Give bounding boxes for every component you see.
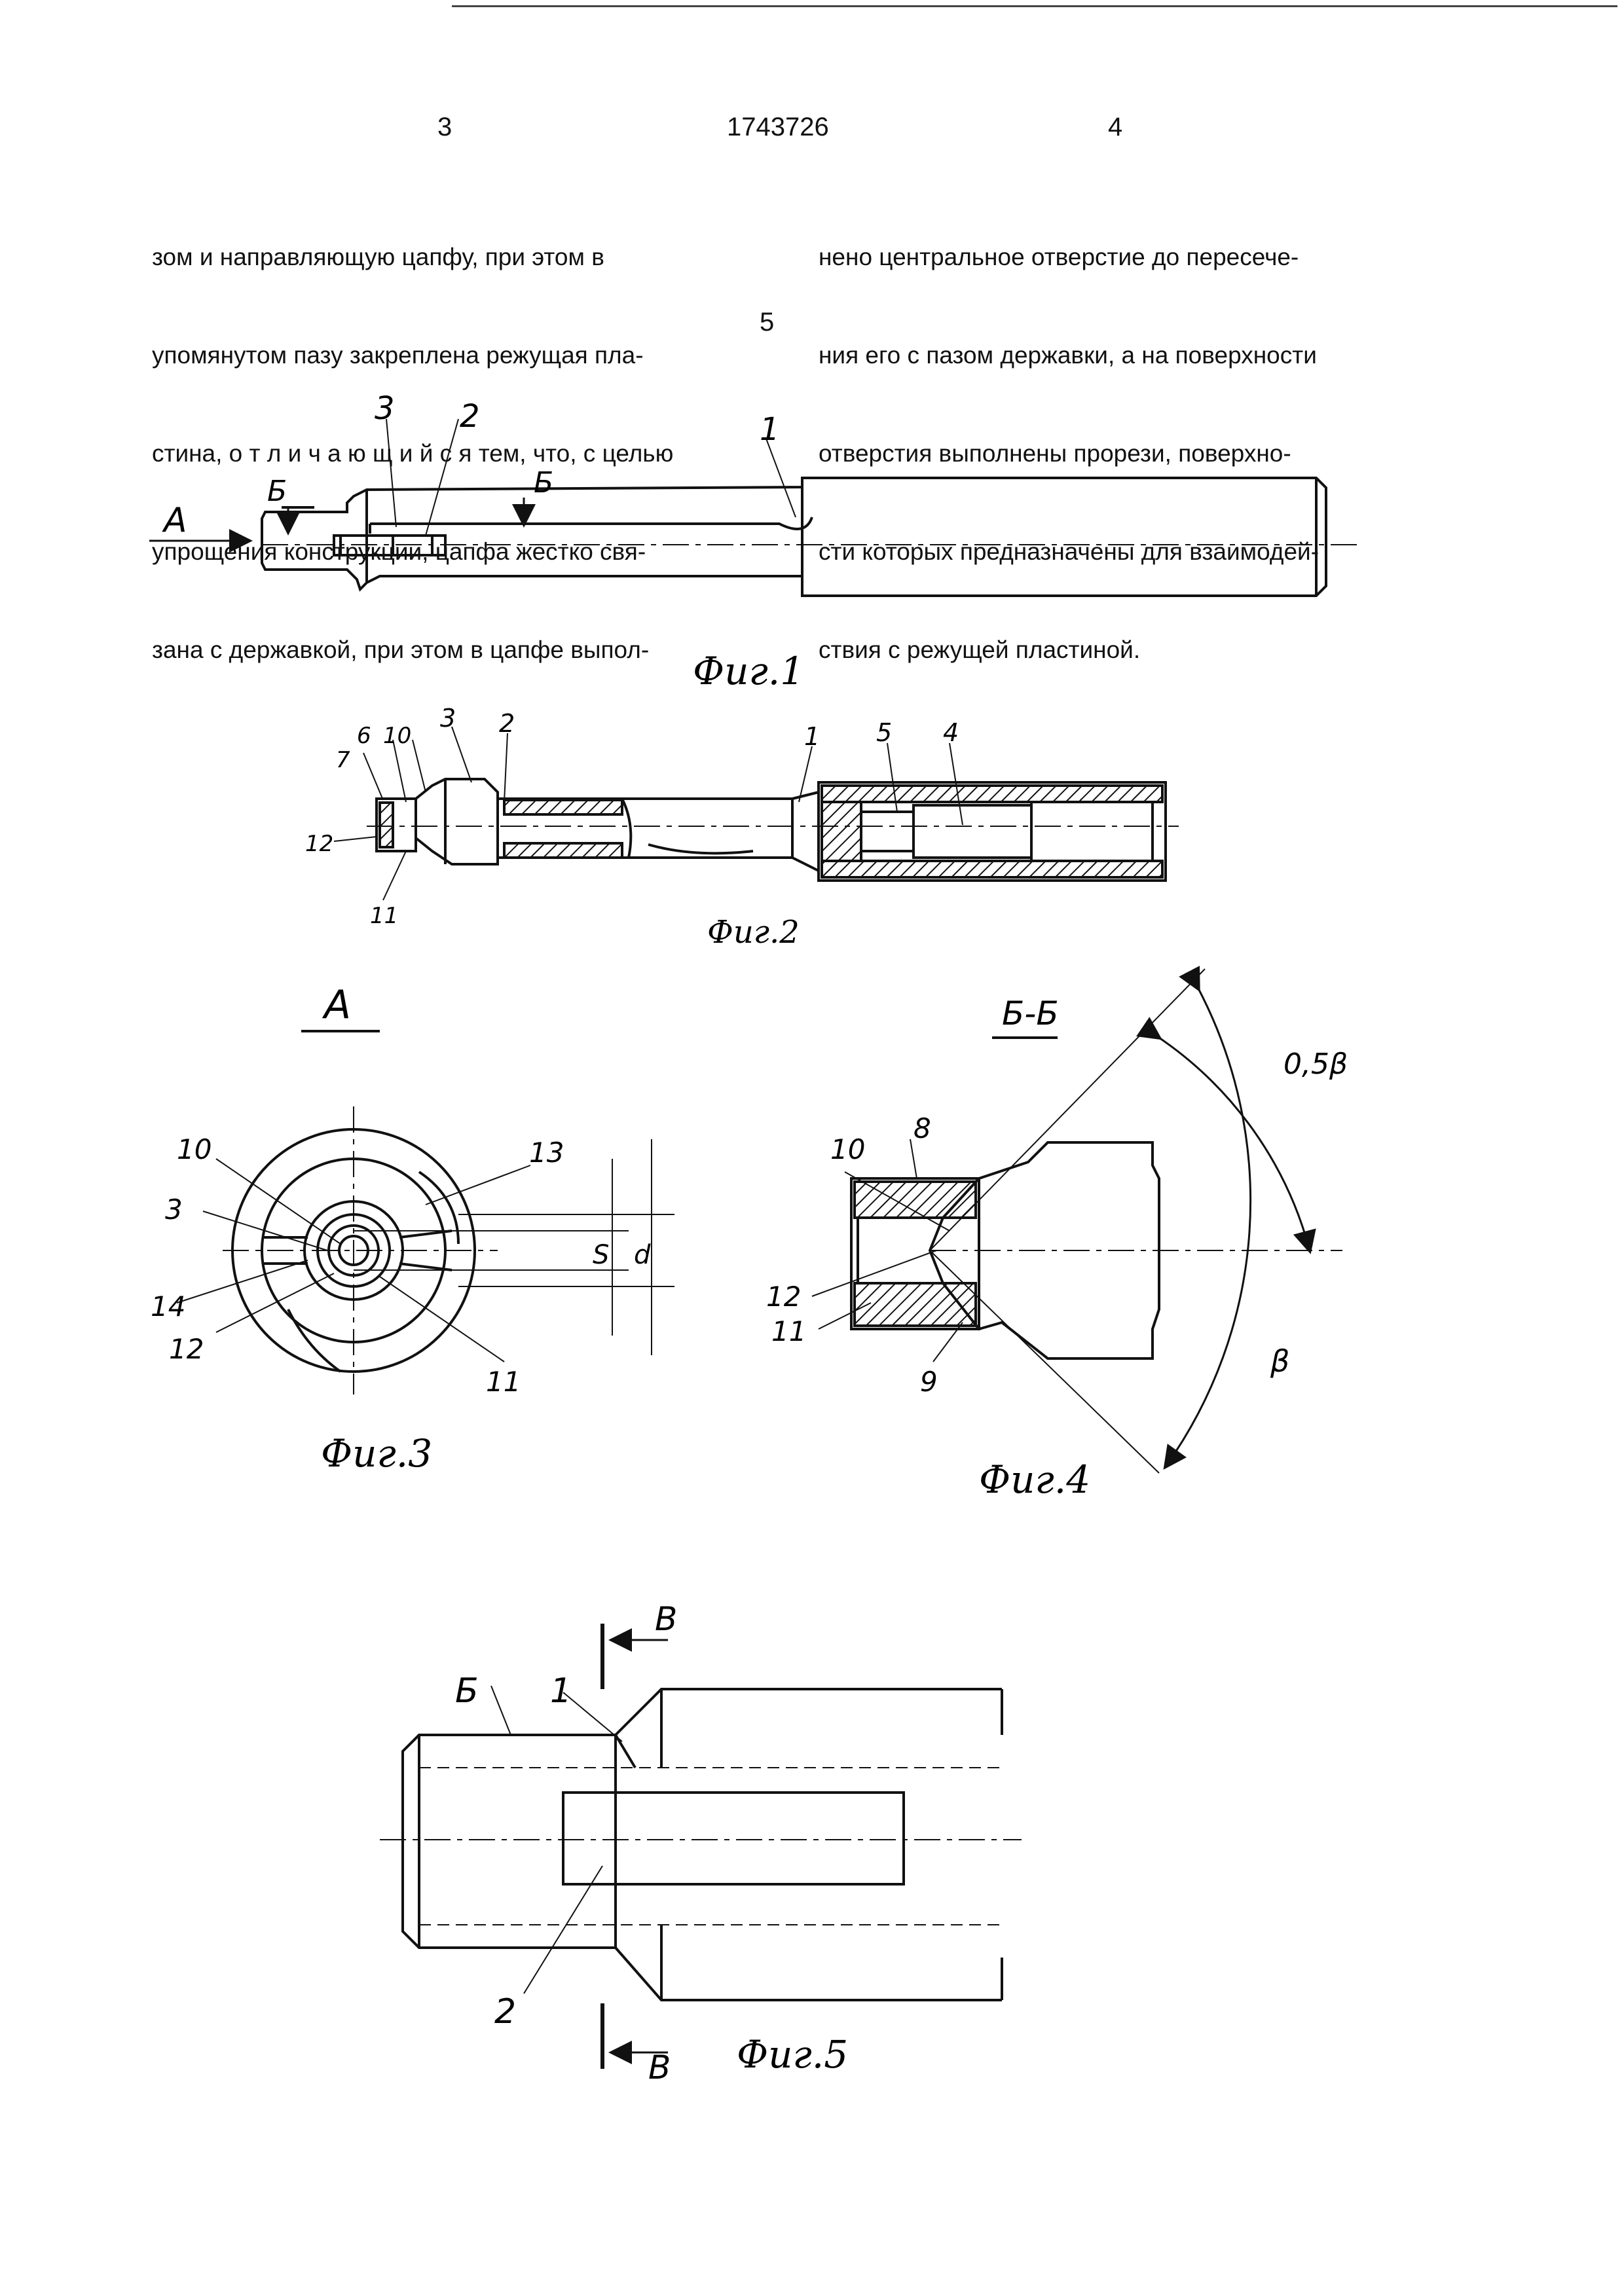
fig3-part-label: 12 bbox=[169, 1333, 204, 1365]
fig2-part-label: 1 bbox=[804, 722, 820, 751]
text-line: сти которых предназначены для взаимодей- bbox=[819, 538, 1320, 565]
fig3-view-title: А bbox=[322, 982, 351, 1028]
left-text-column: зом и направляющую цапфу, при этом в упо… bbox=[152, 175, 741, 699]
fig4-part-label: 11 bbox=[771, 1315, 806, 1347]
fig2-part-label: 3 bbox=[440, 704, 456, 733]
text-line: упомянутом пазу закреплена режущая пла- bbox=[152, 342, 644, 369]
fig2-part-label: 6 bbox=[357, 723, 371, 749]
line-number: 5 bbox=[760, 308, 775, 337]
fig4-part-label: 12 bbox=[766, 1281, 801, 1313]
fig3-part-label: 10 bbox=[177, 1133, 212, 1165]
text-line: ствия с режущей пластиной. bbox=[819, 636, 1141, 663]
fig2-part-label: 2 bbox=[499, 709, 515, 738]
fig1-section-label: Б bbox=[267, 475, 287, 508]
text-line: стина, о т л и ч а ю щ и й с я тем, что,… bbox=[152, 440, 674, 467]
fig4-part-label: 10 bbox=[830, 1133, 865, 1165]
fig2-caption: Фиг.2 bbox=[707, 914, 800, 951]
fig1-caption: Фиг.1 bbox=[693, 649, 804, 693]
right-text-column: нено центральное отверстие до пересече- … bbox=[819, 175, 1408, 699]
fig4-part-label: 8 bbox=[913, 1112, 931, 1144]
fig5-caption: Фиг.5 bbox=[737, 2032, 848, 2077]
fig1-view-label: А bbox=[162, 501, 187, 540]
fig2-part-label: 12 bbox=[305, 831, 333, 857]
text-line: нено центральное отверстие до пересече- bbox=[819, 244, 1299, 270]
text-line: отверстия выполнены прорези, поверхно- bbox=[819, 440, 1291, 467]
fig2-part-label: 4 bbox=[943, 718, 959, 747]
fig3-caption: Фиг.3 bbox=[321, 1431, 432, 1476]
fig4-angle-half-beta: 0,5β bbox=[1283, 1048, 1348, 1081]
right-page-number: 4 bbox=[1108, 113, 1123, 141]
fig1-part-label: 1 bbox=[760, 411, 780, 448]
fig4-section-title: Б-Б bbox=[1002, 994, 1059, 1032]
fig2-part-label: 10 bbox=[383, 723, 411, 749]
fig5-section-mark: В bbox=[655, 1600, 677, 1638]
fig2-part-label: 5 bbox=[876, 718, 892, 747]
patent-number: 1743726 bbox=[727, 113, 829, 141]
fig3-dimension-s: S bbox=[593, 1240, 609, 1270]
text-line: зана с державкой, при этом в цапфе выпол… bbox=[152, 636, 650, 663]
fig4-drawing bbox=[811, 966, 1342, 1474]
fig5-part-label: 1 bbox=[550, 1671, 572, 1711]
fig2-part-label: 7 bbox=[336, 747, 350, 773]
fig3-part-label: 13 bbox=[529, 1137, 564, 1169]
fig3-part-label: 3 bbox=[165, 1194, 183, 1226]
fig1-part-label: 2 bbox=[460, 398, 480, 435]
fig3-drawing bbox=[176, 1106, 674, 1394]
fig5-part-label: 2 bbox=[494, 1992, 516, 2032]
fig1-drawing bbox=[149, 418, 1362, 597]
fig2-part-label: 11 bbox=[370, 903, 398, 929]
left-page-number: 3 bbox=[437, 113, 452, 141]
fig5-section-mark: В bbox=[648, 2049, 671, 2086]
text-line: зом и направляющую цапфу, при этом в bbox=[152, 244, 604, 270]
fig4-part-label: 9 bbox=[920, 1366, 938, 1398]
fig1-section-label: Б bbox=[534, 466, 553, 500]
fig3-part-label: 11 bbox=[486, 1366, 521, 1398]
fig3-dimension-d: d bbox=[634, 1240, 651, 1270]
fig2-drawing bbox=[333, 726, 1179, 901]
page-top-rule bbox=[452, 5, 1617, 7]
fig5-drawing bbox=[380, 1624, 1022, 2069]
fig5-part-label: Б bbox=[455, 1671, 479, 1711]
fig1-part-label: 3 bbox=[375, 390, 395, 427]
fig4-caption: Фиг.4 bbox=[979, 1457, 1090, 1502]
fig4-angle-beta: β bbox=[1270, 1343, 1289, 1379]
text-line: упрощения конструкции, цапфа жестко свя- bbox=[152, 538, 646, 565]
text-line: ния его с пазом державки, а на поверхнос… bbox=[819, 342, 1317, 369]
fig3-part-label: 14 bbox=[151, 1290, 185, 1322]
